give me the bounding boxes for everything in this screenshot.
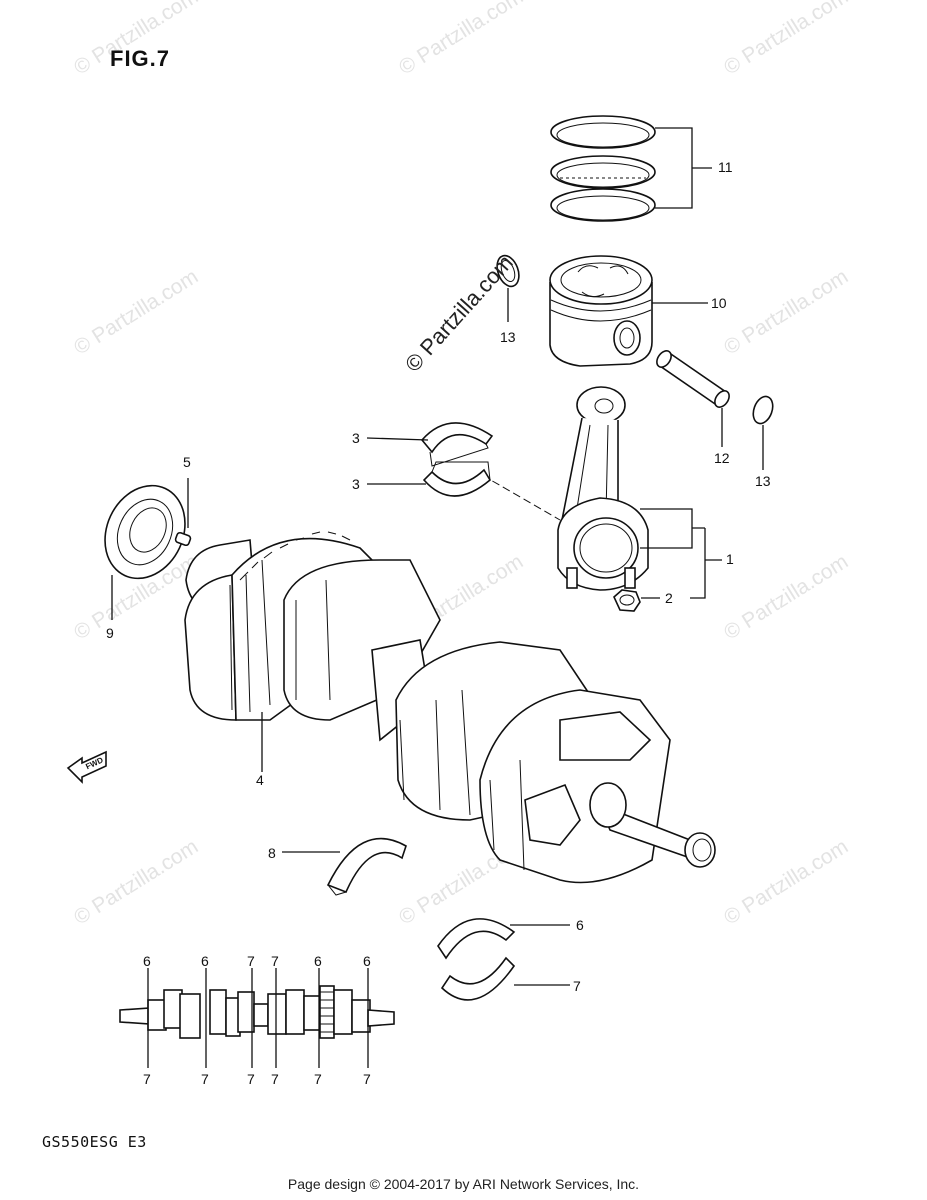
piston-rings[interactable]: [550, 115, 656, 222]
callout-6[interactable]: 6: [576, 917, 584, 933]
crankshaft[interactable]: [184, 531, 716, 884]
piston-clip-left[interactable]: [493, 253, 523, 290]
page-footer: Page design © 2004-2017 by ARI Network S…: [287, 1176, 640, 1192]
callout-2[interactable]: 2: [665, 590, 673, 606]
callout-10[interactable]: 10: [711, 295, 727, 311]
callout-12[interactable]: 12: [714, 450, 730, 466]
callout-4[interactable]: 4: [256, 772, 264, 788]
callout-5[interactable]: 5: [183, 454, 191, 470]
callout-1[interactable]: 1: [726, 551, 734, 567]
bearing-map-top-5: 6: [314, 953, 322, 969]
fwd-arrow-icon: FWD: [66, 750, 107, 784]
main-bearing-upper[interactable]: [437, 918, 516, 960]
callout-8[interactable]: 8: [268, 845, 276, 861]
oil-seal[interactable]: [90, 472, 199, 591]
bearing-map-top-6: 6: [363, 953, 371, 969]
bearing-map-crankshaft: [119, 985, 395, 1039]
bearing-map-top-2: 6: [201, 953, 209, 969]
connecting-rod[interactable]: [557, 386, 649, 591]
piston-clip-right[interactable]: [750, 394, 776, 426]
callout-11[interactable]: 11: [718, 159, 733, 175]
callout-3-upper[interactable]: 3: [352, 430, 360, 446]
bearing-map-top-1: 6: [143, 953, 151, 969]
conrod-bearing-upper[interactable]: [420, 422, 494, 467]
model-code: GS550ESG E3: [42, 1133, 147, 1151]
piston-pin[interactable]: [654, 348, 732, 410]
bearing-map-bottom-2: 7: [201, 1071, 209, 1087]
conrod-bearing-lower[interactable]: [422, 461, 492, 497]
bearing-map-top-3: 7: [247, 953, 255, 969]
bearing-map-bottom-1: 7: [143, 1071, 151, 1087]
callout-13-left[interactable]: 13: [500, 329, 516, 345]
callout-3-lower[interactable]: 3: [352, 476, 360, 492]
dowel-pin[interactable]: [174, 531, 192, 547]
main-bearing-lower[interactable]: [440, 956, 516, 1001]
bearing-map-bottom-5: 7: [314, 1071, 322, 1087]
callout-7[interactable]: 7: [573, 978, 581, 994]
thrust-bearing[interactable]: [326, 837, 407, 896]
callout-9[interactable]: 9: [106, 625, 114, 641]
bearing-map-bottom-4: 7: [271, 1071, 279, 1087]
figure-title: FIG.7: [110, 46, 171, 71]
bearing-map-bottom-3: 7: [247, 1071, 255, 1087]
piston[interactable]: [549, 255, 653, 367]
bearing-map-top-4: 7: [271, 953, 279, 969]
callout-13-right[interactable]: 13: [755, 473, 771, 489]
bearing-map-bottom-6: 7: [363, 1071, 371, 1087]
conrod-nut[interactable]: [613, 589, 641, 612]
